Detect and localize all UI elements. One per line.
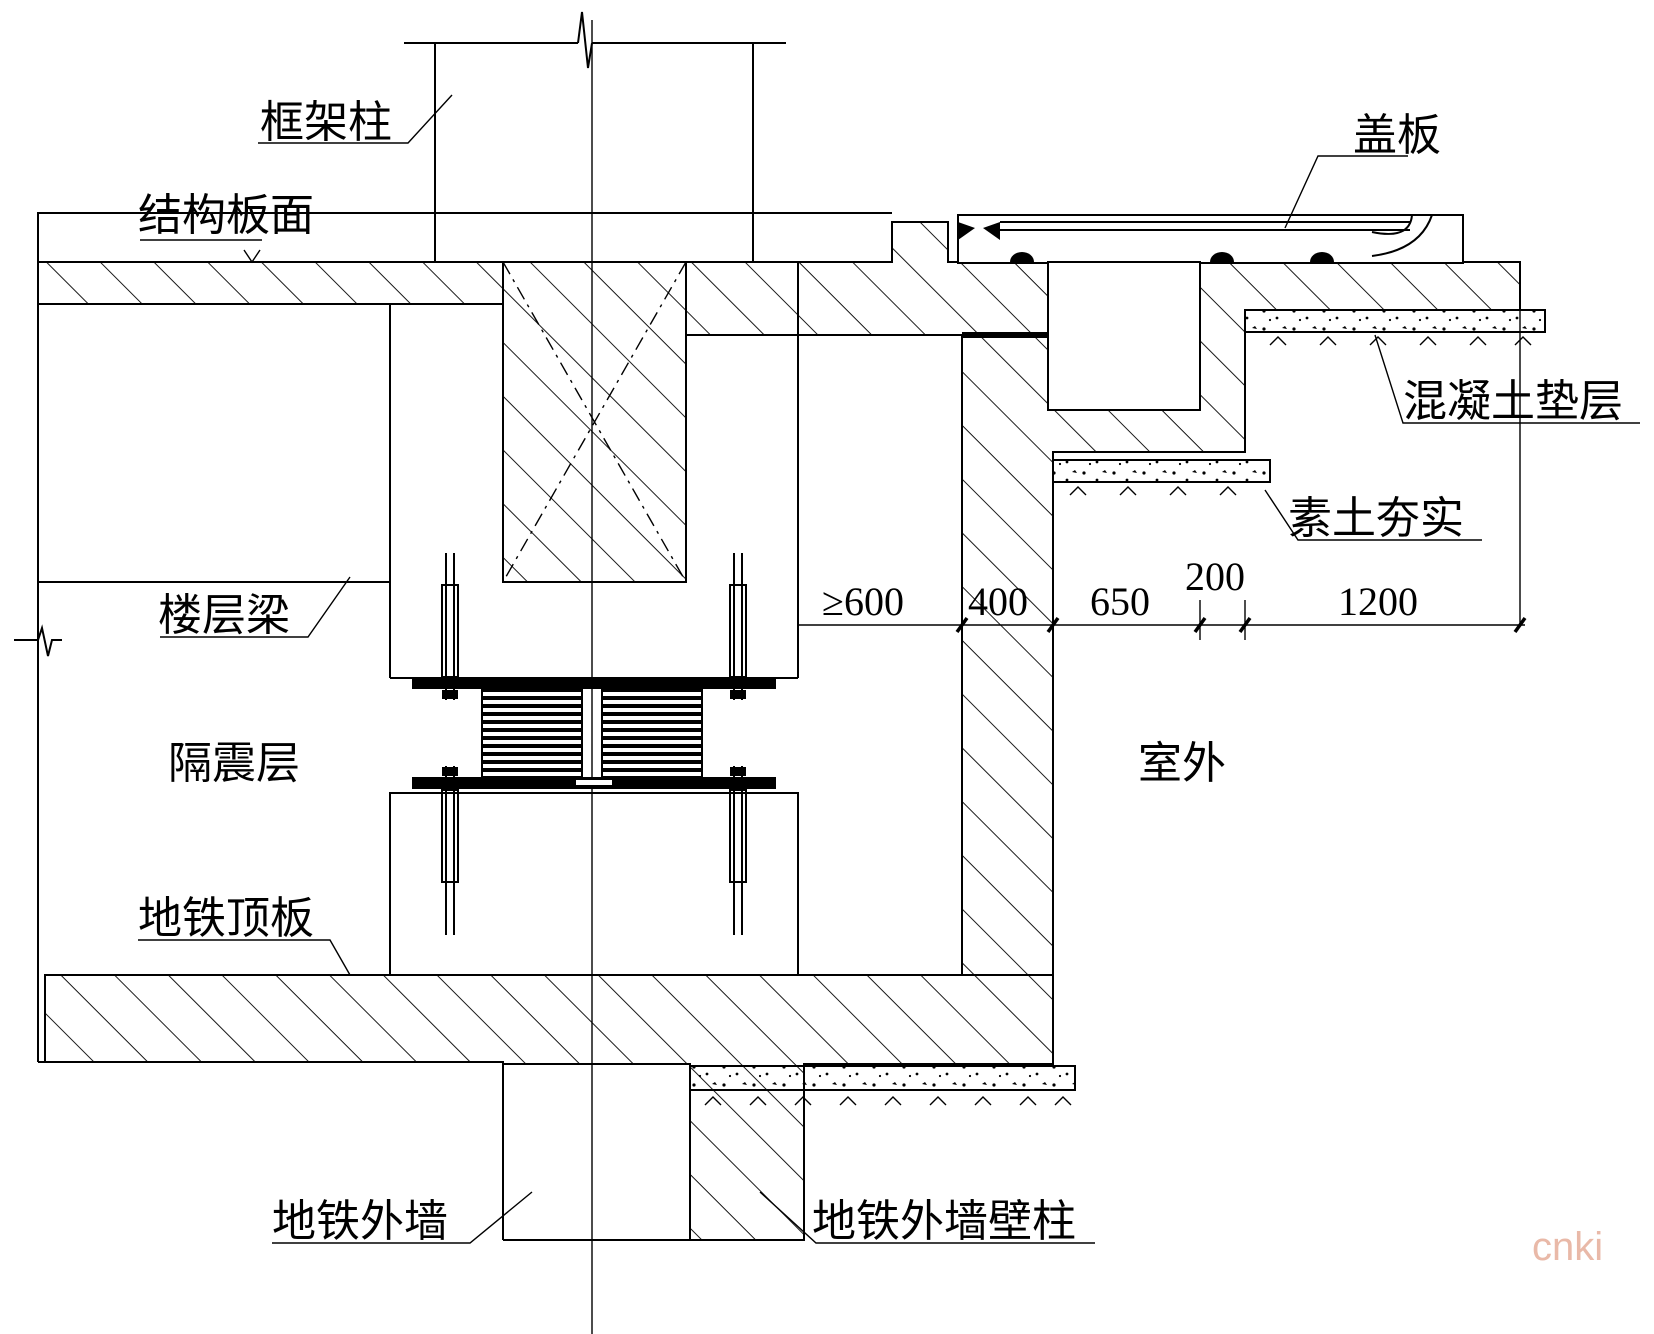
concrete-cushion-bottom: [689, 1065, 1076, 1106]
label-metro-outer-wall: 地铁外墙: [272, 1196, 448, 1247]
label-cover-plate: 盖板: [1353, 110, 1441, 161]
watermark: cnki: [1532, 1225, 1603, 1269]
leader-lines: [138, 94, 1640, 1244]
dim-gap: ≥600: [822, 579, 904, 624]
label-metro-outer-wall-pilaster: 地铁外墙壁柱: [812, 1196, 1076, 1247]
left-break-mark: [14, 624, 62, 657]
metro-roof-slab: [37, 640, 1054, 1241]
label-outdoor: 室外: [1138, 738, 1226, 789]
label-floor-beam: 楼层梁: [158, 590, 290, 641]
label-structural-slab-surface: 结构板面: [138, 190, 314, 241]
label-compacted-soil: 素土夯实: [1288, 493, 1464, 544]
dim-wall: 400: [968, 579, 1028, 624]
concrete-cushion-upper: [1244, 309, 1546, 346]
cover-plate-assembly: [957, 214, 1464, 411]
isolation-bearing: [412, 553, 776, 935]
column-pier: [502, 261, 687, 583]
label-frame-column: 框架柱: [260, 97, 392, 148]
label-isolation-layer: 隔震层: [168, 738, 300, 789]
concrete-cushion-middle: [1052, 459, 1271, 496]
retaining-wall: [961, 261, 1521, 976]
lower-pedestal: [389, 792, 799, 975]
dim-200: 200: [1185, 554, 1245, 599]
label-metro-roof-slab: 地铁顶板: [138, 893, 314, 944]
dim-1200: 1200: [1338, 579, 1418, 624]
label-concrete-cushion: 混凝土垫层: [1403, 376, 1623, 427]
frame-column: [404, 11, 786, 262]
anchor-bolts: [441, 553, 747, 935]
dim-650: 650: [1090, 579, 1150, 624]
dimension-line: [798, 600, 1527, 640]
structural-slab: [37, 212, 1049, 336]
